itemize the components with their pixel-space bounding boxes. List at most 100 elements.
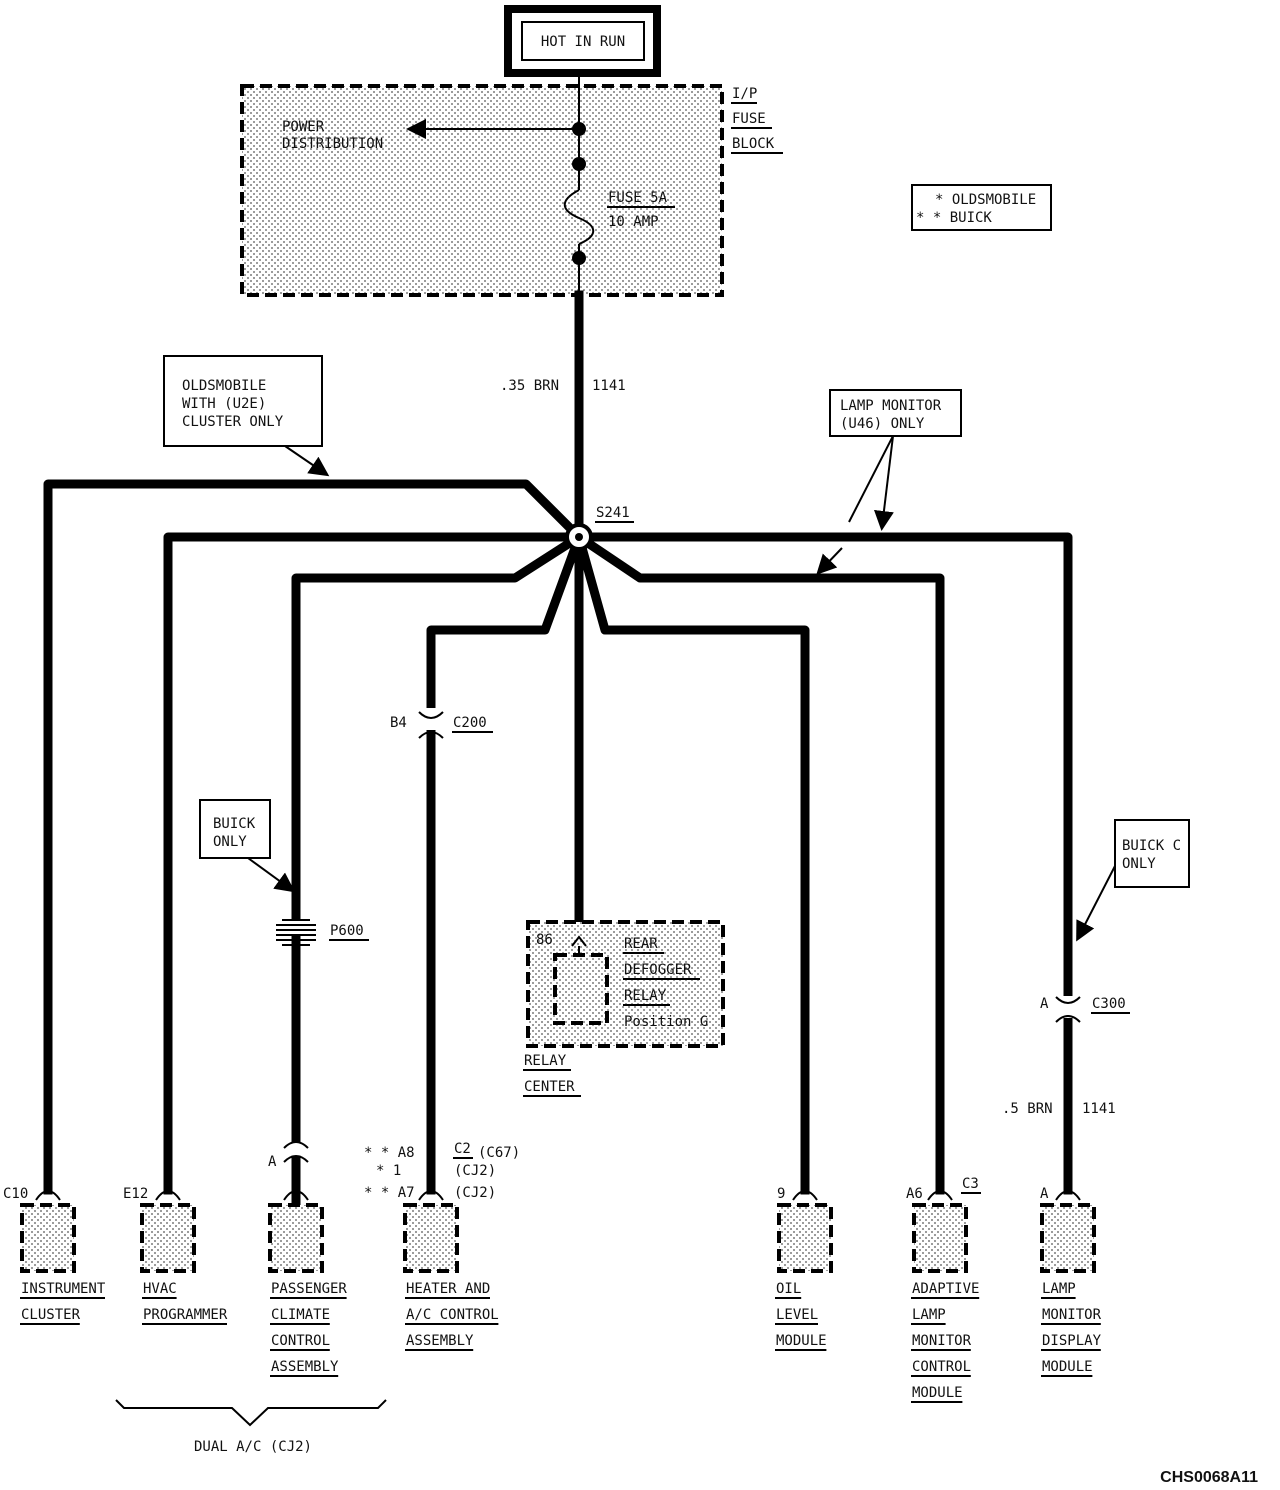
wire-instrument-cluster (43, 479, 586, 1195)
heater-pin-a7: * * A7 (364, 1185, 415, 1201)
note-buick-c-only: BUICK C ONLY (1076, 819, 1190, 942)
legend-oldsmobile: * OLDSMOBILE (935, 192, 1036, 208)
component-label-line: LAMP (1042, 1281, 1076, 1297)
component-label-line: CLUSTER (21, 1307, 81, 1323)
component-label-line: A/C CONTROL (406, 1307, 499, 1323)
connector-p600: P600 (276, 919, 369, 946)
component-label-line: MODULE (1042, 1359, 1093, 1375)
splice-name: S241 (596, 505, 630, 521)
relay-center-2: CENTER (524, 1079, 575, 1095)
note-olds-3: CLUSTER ONLY (182, 414, 284, 430)
note-buick-only: BUICK ONLY (199, 799, 296, 893)
legend-box: * OLDSMOBILE * * BUICK (911, 184, 1052, 231)
hot-in-run-box: HOT IN RUN (504, 5, 661, 77)
component-box (140, 1203, 196, 1273)
note-lamp-monitor: LAMP MONITOR (U46) ONLY (816, 389, 962, 575)
p600-name: P600 (330, 923, 364, 939)
component-label-line: CONTROL (271, 1333, 330, 1349)
heater-pin-labels: * * A8 * 1 * * A7 C2 (C67) (CJ2) (CJ2) (364, 1141, 520, 1201)
component-box (777, 1203, 833, 1273)
fuse-junction-dot (572, 122, 586, 136)
component-label-line: HEATER AND (406, 1281, 490, 1297)
figure-id: CHS0068A11 (1160, 1469, 1258, 1486)
legend-buick: * * BUICK (916, 210, 992, 226)
component-pin: 9 (777, 1186, 785, 1202)
connector-cup (155, 1190, 181, 1201)
connector-cup (283, 1190, 309, 1201)
fuse-bottom-dot (572, 251, 586, 265)
component-box (1040, 1203, 1096, 1273)
component-pin: E12 (123, 1186, 148, 1202)
connector-passenger-a: A (268, 1141, 309, 1210)
component-box (403, 1203, 459, 1273)
fuse-top-dot (572, 157, 586, 171)
wire-oil-level (573, 531, 810, 1195)
relay-label-2: DEFOGGER (624, 962, 692, 978)
wire-lamp-monitor-display (574, 532, 1073, 1195)
note-buick-1: BUICK (213, 816, 256, 832)
heater-conn-c2: C2 (454, 1141, 471, 1157)
relay-center: 86 REAR DEFOGGER RELAY Position G RELAY … (523, 920, 725, 1097)
component-label-line: MODULE (776, 1333, 827, 1349)
fuse-rating: 10 AMP (608, 214, 659, 230)
wire-hvac-programmer (163, 532, 584, 1195)
component-box (20, 1203, 76, 1273)
dual-ac-brace: DUAL A/C (CJ2) (115, 1399, 387, 1455)
c200-pin: B4 (390, 715, 407, 731)
relay-label-1: REAR (624, 936, 658, 952)
note-olds-2: WITH (U2E) (182, 396, 266, 412)
right-wire-circuit: 1141 (1082, 1101, 1116, 1117)
component-label-line: ASSEMBLY (406, 1333, 474, 1349)
component-heater-ac-control: HEATER AND A/C CONTROL ASSEMBLY (403, 1190, 499, 1351)
relay-label-3: RELAY (624, 988, 667, 1004)
component-label-line: CONTROL (912, 1359, 971, 1375)
component-box (268, 1203, 324, 1273)
note-buickc-1: BUICK C (1122, 838, 1181, 854)
component-label-line: INSTRUMENT (21, 1281, 106, 1297)
note-olds-cluster: OLDSMOBILE WITH (U2E) CLUSTER ONLY (163, 355, 330, 477)
note-lamp-1: LAMP MONITOR (840, 398, 942, 414)
relay-label-4: Position G (624, 1014, 708, 1030)
component-label-line: PASSENGER (271, 1281, 347, 1297)
power-distribution-1: POWER (282, 119, 325, 135)
note-buickc-2: ONLY (1122, 856, 1156, 872)
main-wire-circuit: 1141 (592, 378, 626, 394)
fuse-block-label-2: FUSE (732, 111, 766, 127)
fuse-block: I/P FUSE BLOCK POWER DISTRIBUTION FUSE 5… (240, 84, 783, 297)
connector-cup (1055, 1190, 1081, 1201)
connector-cup (927, 1190, 953, 1201)
component-label-line: OIL (776, 1281, 801, 1297)
note-olds-1: OLDSMOBILE (182, 378, 266, 394)
note-lamp-2: (U46) ONLY (840, 416, 925, 432)
component-label-line: MODULE (912, 1385, 963, 1401)
relay-pin: 86 (536, 932, 553, 948)
component-label-line: ADAPTIVE (912, 1281, 979, 1297)
component-label-line: CLIMATE (271, 1307, 330, 1323)
component-label-line: HVAC (143, 1281, 177, 1297)
heater-pin-1: * 1 (376, 1163, 401, 1179)
heater-conn-cj2-b: (CJ2) (454, 1185, 496, 1201)
power-distribution-2: DISTRIBUTION (282, 136, 383, 152)
component-label-line: MONITOR (1042, 1307, 1102, 1323)
component-label-line: LAMP (912, 1307, 946, 1323)
component-box (912, 1203, 968, 1273)
component-pin: C10 (3, 1186, 28, 1202)
wire-heater-ac (426, 531, 585, 1195)
right-wire-gauge: .5 BRN (1002, 1101, 1053, 1117)
fuse-block-label-1: I/P (732, 86, 757, 102)
main-wire-gauge: .35 BRN (500, 378, 559, 394)
fuse-symbol (563, 189, 595, 245)
heater-pin-a8: * * A8 (364, 1145, 415, 1161)
wire-passenger-climate (291, 530, 586, 1175)
passenger-pin: A (268, 1154, 277, 1170)
component-label-line: LEVEL (776, 1307, 818, 1323)
fuse-block-label-3: BLOCK (732, 136, 775, 152)
c300-name: C300 (1092, 996, 1126, 1012)
